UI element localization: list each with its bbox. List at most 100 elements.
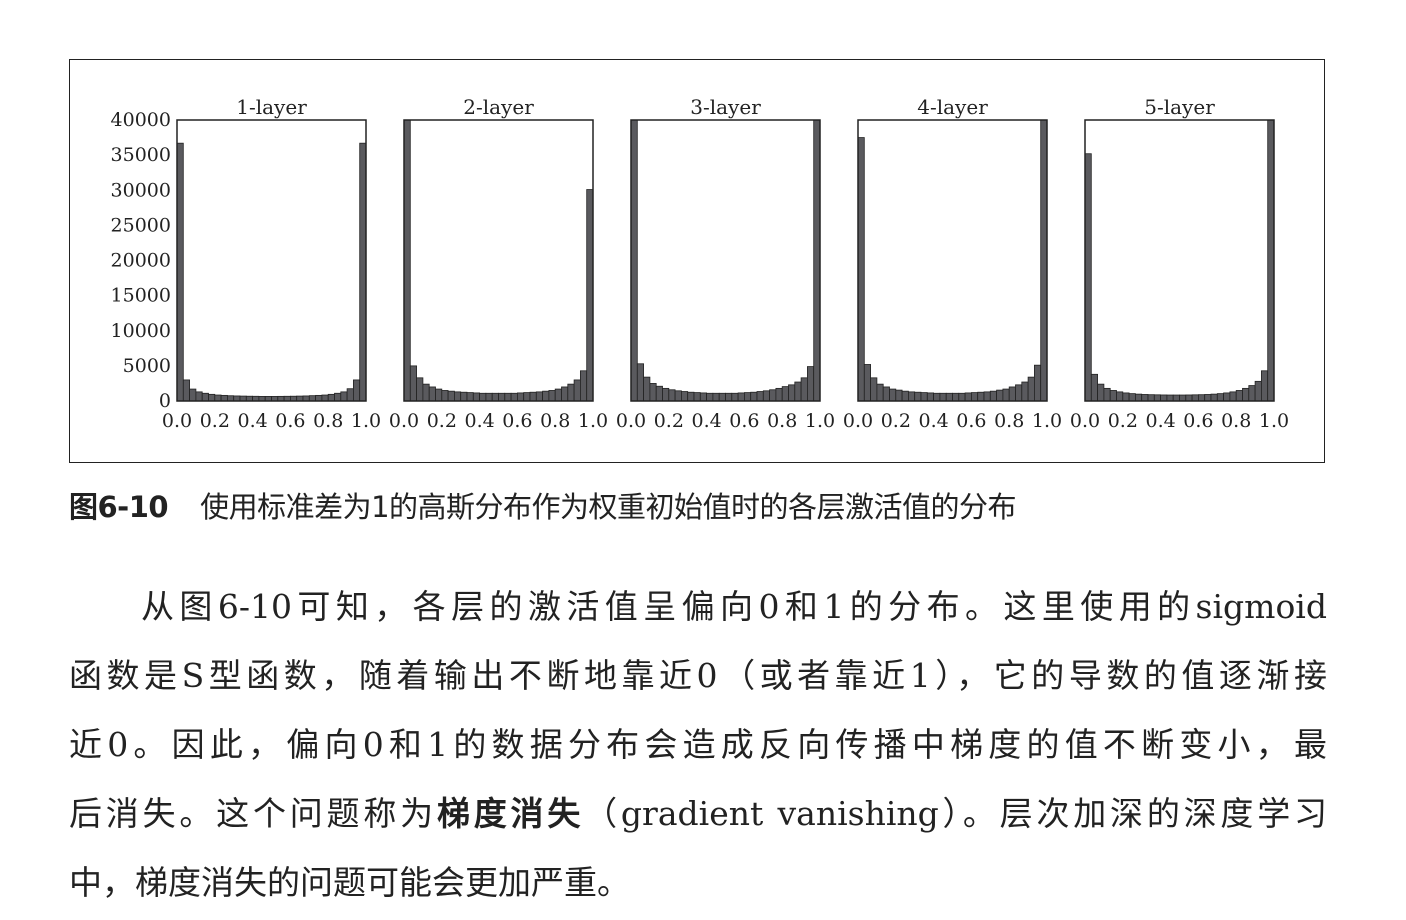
x-tick-label: 0.6: [956, 410, 986, 432]
x-tick-label: 1.0: [1259, 410, 1289, 432]
histogram-bar: [510, 392, 518, 402]
histogram-bar: [681, 391, 689, 402]
histogram-bar: [889, 388, 897, 402]
histogram-bar: [1191, 394, 1199, 402]
histogram-bar: [718, 392, 726, 402]
histogram-bar: [1128, 393, 1136, 402]
x-tick-label: 1.0: [351, 410, 381, 432]
histogram-bar: [573, 379, 581, 402]
paragraph-line-1: 从图6-10可知，各层的激活值呈偏向0和1的分布。这里使用的sigmoid: [141, 587, 1327, 626]
histogram-bar: [1141, 394, 1149, 402]
histogram-bar: [1116, 391, 1124, 402]
histogram-bar: [491, 392, 499, 402]
y-tick-label: 20000: [111, 250, 171, 272]
histogram-bar: [226, 395, 235, 402]
histogram-bar: [1235, 390, 1243, 402]
panel-axes-frame: [176, 119, 367, 402]
histogram-bar: [1097, 383, 1105, 402]
histogram-bar: [939, 392, 947, 402]
figure-caption-text: 使用标准差为1的高斯分布作为权重初始值时的各层激活值的分布: [200, 490, 1017, 524]
y-tick-label: 25000: [111, 214, 171, 236]
histogram-bar: [668, 389, 676, 402]
histogram-bar: [201, 392, 209, 402]
histogram-bar: [535, 391, 543, 402]
histogram-bar: [725, 392, 733, 402]
histogram-bar: [554, 388, 562, 402]
histogram-bar: [914, 391, 922, 402]
x-tick-label: 0.2: [654, 410, 684, 432]
histogram-bar: [1153, 394, 1162, 402]
histogram-bar: [737, 392, 745, 402]
histogram-bar: [1185, 394, 1193, 402]
x-tick-label: 0.2: [427, 410, 457, 432]
histogram-bar: [220, 394, 228, 402]
x-tick-label: 0.8: [767, 410, 797, 432]
y-tick-label: 5000: [123, 355, 171, 377]
histogram-bar: [1248, 385, 1256, 402]
histogram-bar: [1160, 394, 1168, 402]
histogram-bar: [1103, 387, 1111, 402]
histogram-bar: [1040, 119, 1048, 402]
histogram-bar: [788, 384, 796, 402]
histogram-bar: [1109, 390, 1117, 402]
histogram-bar: [479, 392, 487, 402]
paragraph-line-3: 近0。因此，偏向0和1的数据分布会造成反向传播中梯度的值不断变小，最: [69, 725, 1327, 764]
histogram-bar: [882, 386, 890, 402]
histogram-bar: [762, 390, 770, 402]
panel-title: 4-layer: [917, 95, 988, 119]
x-tick-label: 0.4: [1145, 410, 1175, 432]
histogram-bar: [302, 395, 310, 402]
histogram-bar: [908, 391, 916, 402]
x-tick-label: 0.0: [162, 410, 192, 432]
histogram-bar: [334, 392, 342, 402]
x-tick-label: 0.4: [237, 410, 267, 432]
histogram-bar: [1254, 380, 1262, 402]
histogram-bar: [807, 366, 815, 402]
panel-axes-frame: [630, 119, 821, 402]
y-tick-label: 35000: [111, 144, 171, 166]
histogram-bar: [352, 379, 361, 402]
histogram-bar: [649, 383, 657, 402]
x-tick-label: 0.4: [918, 410, 948, 432]
x-tick-label: 0.8: [1221, 410, 1251, 432]
x-tick-label: 0.2: [1108, 410, 1138, 432]
histogram-bar: [1084, 153, 1092, 402]
histogram-bar: [542, 390, 550, 402]
histogram-bar: [971, 392, 979, 402]
histogram-bar: [945, 392, 953, 402]
body-paragraph: 从图6-10可知，各层的激活值呈偏向0和1的分布。这里使用的sigmoid 函数…: [69, 572, 1327, 917]
histogram-bar: [876, 383, 884, 402]
paragraph-line-2: 函数是S型函数，随着输出不断地靠近0（或者靠近1），它的导数的值逐渐接: [69, 656, 1327, 695]
histogram-bar: [1242, 387, 1250, 402]
histogram-bar: [466, 392, 474, 402]
histogram-bar: [1008, 386, 1016, 402]
histogram-bar: [516, 392, 525, 402]
histogram-bar: [756, 391, 764, 402]
histogram-bar: [403, 119, 411, 402]
panel-axes-frame: [1084, 119, 1275, 402]
histogram-bar: [176, 142, 184, 402]
x-tick-label: 0.0: [616, 410, 646, 432]
histogram-bar: [435, 388, 443, 402]
histogram-bar: [409, 365, 417, 402]
histogram-figure: 4000035000300002500020000150001000050000…: [111, 95, 1290, 432]
histogram-bar: [441, 390, 449, 402]
x-tick-label: 0.6: [1183, 410, 1213, 432]
x-tick-label: 0.0: [843, 410, 873, 432]
x-tick-label: 0.8: [540, 410, 570, 432]
x-tick-label: 1.0: [1032, 410, 1062, 432]
x-tick-label: 0.2: [881, 410, 911, 432]
x-tick-label: 0.0: [1070, 410, 1100, 432]
panel-title: 2-layer: [463, 95, 534, 119]
histogram-bar: [1210, 393, 1218, 402]
y-tick-label: 10000: [111, 320, 171, 342]
histogram-bar: [693, 392, 701, 402]
histogram-bar: [1204, 394, 1212, 402]
histogram-bar: [706, 392, 714, 402]
x-tick-label: 0.4: [691, 410, 721, 432]
paragraph-line-4-end: （gradient vanishing）。层次加深的深度学习: [584, 794, 1328, 833]
histogram-bar: [952, 392, 960, 402]
histogram-bar: [996, 389, 1004, 402]
